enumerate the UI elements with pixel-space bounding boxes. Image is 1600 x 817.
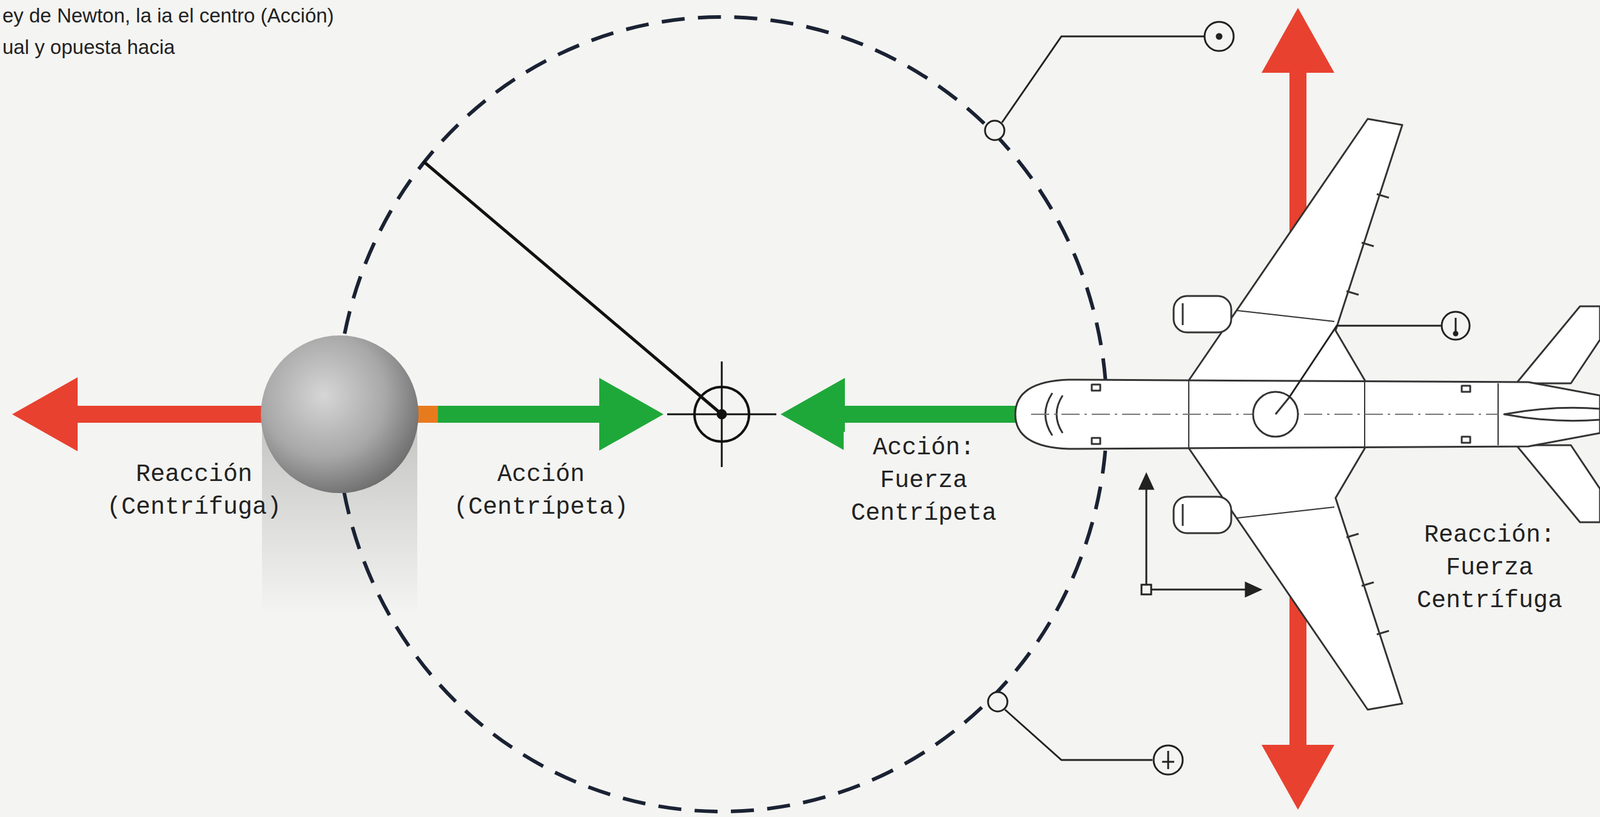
force-label: Acción (Centrípeta): [446, 458, 636, 525]
callout-leader: [1288, 325, 1442, 398]
callout-leader: [1455, 317, 1457, 332]
airplane: [1091, 437, 1101, 444]
callout-leader: [1204, 21, 1234, 51]
force-label: Acción: Fuerza Centrípeta: [843, 431, 1004, 531]
axis-symbol: [1141, 584, 1152, 595]
action-arrow: [437, 405, 602, 423]
center-mark: [423, 161, 722, 415]
reaction-arrow: [75, 405, 270, 423]
reaction-arrow: [1261, 744, 1335, 810]
action-arrow: [416, 405, 440, 423]
airplane: [1346, 291, 1359, 295]
force-label: Reacción (Centrífuga): [99, 458, 289, 525]
airplane: [1015, 118, 1600, 710]
center-mark: [423, 161, 777, 468]
callout-leader: [1001, 36, 1204, 123]
axis-symbol: [1139, 474, 1261, 597]
callout-leader: [1216, 33, 1222, 39]
airplane: [1361, 242, 1374, 247]
note-text: ey de Newton, la ia el centro (Acción) u…: [2, 0, 343, 64]
orbit-path: [336, 16, 1107, 812]
axis-symbol: [1139, 474, 1153, 489]
airplane: [1237, 310, 1335, 322]
callout-leader: [1153, 745, 1183, 775]
axis-symbol: [1245, 582, 1261, 597]
action-arrow: [780, 377, 845, 451]
airplane: [1182, 303, 1184, 326]
airplane: [1187, 446, 1403, 710]
callout-leader: [988, 692, 1008, 712]
callout-leader: [984, 120, 1005, 141]
airplane: [1237, 507, 1335, 518]
reaction-arrow: [1261, 7, 1335, 73]
axis-symbol: [1145, 485, 1148, 585]
callout-leader: [1441, 311, 1470, 340]
action-arrow: [599, 377, 664, 451]
callout-leader: [1162, 761, 1175, 764]
airplane: [1173, 295, 1232, 333]
airplane: [1187, 118, 1403, 383]
airplane: [1015, 379, 1600, 449]
callout-leader: [984, 21, 1470, 775]
force-label: Reacción: Fuerza Centrífuga: [1409, 519, 1570, 618]
airplane: [1091, 384, 1101, 391]
action-arrow: [416, 377, 664, 451]
airplane: [1516, 445, 1600, 523]
axis-symbol: [1151, 588, 1249, 591]
callout-leader: [1005, 709, 1153, 760]
airplane: [1516, 306, 1600, 384]
airplane: [1361, 582, 1374, 586]
reaction-arrow: [12, 377, 78, 452]
callout-leader: [1453, 331, 1458, 336]
airplane: [1504, 407, 1600, 421]
airplane: [1376, 630, 1389, 635]
airplane: [1173, 496, 1232, 534]
sphere: [260, 335, 419, 494]
reaction-arrow: [12, 377, 270, 452]
airplane: [1376, 194, 1389, 198]
airplane: [1182, 504, 1184, 526]
airplane: [1461, 385, 1471, 392]
center-mark: [716, 409, 727, 420]
airplane: [1253, 391, 1298, 437]
airplane: [1346, 533, 1359, 538]
callout-leader: [1167, 750, 1170, 770]
airplane: [1461, 436, 1471, 443]
airplane: [1275, 397, 1289, 415]
action-arrow: [842, 405, 1019, 423]
